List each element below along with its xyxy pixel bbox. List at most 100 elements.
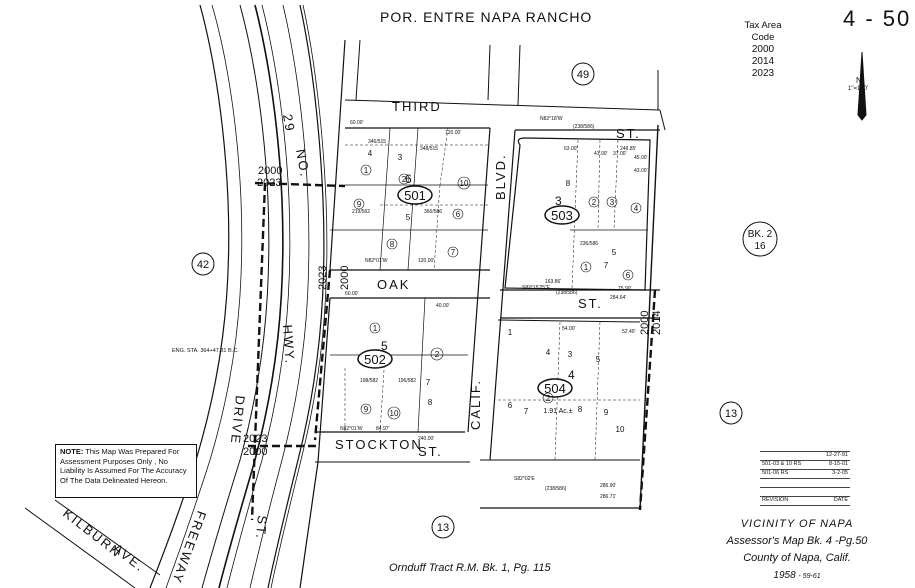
street-hwy: HWY.: [280, 324, 298, 365]
bearing-third: N82°18'W: [540, 116, 563, 122]
freeway-line-3: [201, 4, 270, 588]
lot-number: 2: [435, 350, 440, 359]
svg-text:6: 6: [405, 172, 412, 186]
book-ref: 198/582: [360, 378, 378, 384]
tax-area-labels: 2000 2023 2023 2000 2000 2014 2023 2000: [243, 165, 663, 458]
bearings: N82°18'W (238/586) S82°15'25"E (238/586)…: [340, 116, 648, 500]
road-north-3: [517, 44, 521, 106]
map-scale: 1"=100': [848, 86, 869, 92]
area-label: 1.91 Ac.±: [543, 408, 572, 415]
freeway-line-4: [218, 4, 284, 588]
revision-row-blank: [760, 479, 850, 488]
book-ref: 348/515: [420, 146, 438, 152]
dim: 40.00': [436, 303, 450, 309]
kilburn-ave-line-1: [24, 507, 136, 588]
lot-number: 4: [634, 204, 639, 213]
block-502-label: 5 502: [357, 339, 393, 369]
freeway-line-5: [226, 4, 291, 588]
tac-label: 2000: [258, 165, 282, 177]
note-label: NOTE:: [60, 447, 84, 456]
tac-label: 2023: [243, 433, 267, 445]
revision-row: 12-27-91: [760, 451, 850, 461]
lot-number: 7: [524, 407, 529, 416]
vicinity-block: VICINITY OF NAPA Assessor's Map Bk. 4 -P…: [722, 516, 872, 585]
book-ref: 346/515: [368, 139, 386, 145]
vicinity-line: 1958 - 59-61: [773, 570, 821, 581]
lot-number: 10: [390, 409, 399, 418]
page-circle-42: 42: [191, 252, 215, 276]
lot-line: [597, 139, 601, 231]
dim: 120.00': [445, 130, 461, 136]
dim: 84.97': [376, 426, 390, 432]
svg-text:49: 49: [577, 69, 589, 81]
dim: 52.40': [622, 329, 636, 335]
lot-line: [379, 127, 391, 271]
dim: 37.00': [613, 151, 627, 157]
lot-number: 7: [426, 378, 431, 387]
street-stockton-st: ST.: [418, 444, 443, 459]
lot-number: 7: [604, 261, 609, 270]
east-road-line: [659, 109, 666, 131]
tac-label: 2023: [257, 177, 281, 189]
svg-text:501: 501: [404, 188, 426, 203]
lot-numbers-501: 1 3 4 2 6 7 8 9 10 5: [353, 149, 471, 258]
dim: 284.64': [610, 295, 626, 301]
svg-text:503: 503: [551, 208, 573, 223]
west-limit-line: [299, 461, 319, 588]
svg-text:16: 16: [754, 241, 766, 252]
north-letter: N: [856, 76, 862, 85]
bearing-oak: S82°15'25"E: [522, 285, 551, 291]
disclaimer-note: NOTE: This Map Was Prepared For Assessme…: [55, 444, 197, 498]
dim: 41.00': [594, 151, 608, 157]
lot-number: 1: [364, 166, 369, 175]
lot-line: [439, 127, 449, 186]
street-hwy-no: NO.: [293, 148, 313, 179]
street-oak: OAK: [377, 277, 410, 292]
svg-text:BK. 2: BK. 2: [748, 229, 773, 240]
lot-number: 4: [368, 149, 373, 158]
bearing-stockton-2: S82°02'E: [514, 476, 535, 482]
vicinity-line: County of Napa, Calif.: [743, 552, 851, 564]
lot-number: 5: [406, 213, 411, 222]
dim: 45.00': [634, 155, 648, 161]
block-503-outline: [504, 137, 651, 291]
lot-number: 8: [566, 179, 571, 188]
bearing-oak-ref: (238/586): [556, 290, 578, 296]
block-502-west-line: [317, 297, 331, 463]
map-number: 4 - 50: [843, 6, 912, 31]
tac-label: 2014: [651, 311, 663, 335]
dim: 60.00': [345, 291, 359, 297]
lot-number: 6: [508, 401, 513, 410]
tax-area-code: 2023: [751, 68, 775, 79]
book-ref: 196/582: [398, 378, 416, 384]
street-hwy-29: 29: [280, 113, 298, 134]
block-501-west-line: [329, 39, 346, 271]
book-ref: 219/562: [352, 209, 370, 215]
dim: 248.85': [620, 146, 636, 152]
svg-text:3: 3: [555, 194, 562, 208]
east-boundary-line: [639, 124, 659, 511]
lot-number: 4: [546, 348, 551, 357]
lot-numbers-504: 1 2 3 4 5 6 7 8 9 10 1.91 Ac.±: [508, 328, 625, 434]
lot-line: [554, 321, 561, 461]
street-stockton: STOCKTON: [335, 437, 423, 452]
dim: 60.00': [350, 120, 364, 126]
block-501-label: 6 501: [397, 172, 433, 205]
block-503-label: 3 503: [544, 194, 580, 225]
street-third-st: ST.: [616, 126, 641, 141]
eng-station: ENG. STA. 364+47.31 B.C.: [172, 348, 239, 354]
revision-row-blank: [760, 488, 850, 497]
lot-number: 9: [364, 405, 369, 414]
lot-number: 8: [578, 405, 583, 414]
kilburn-ave-line-2: [54, 499, 161, 576]
dim: 43.00': [634, 168, 648, 174]
note-text: This Map Was Prepared For Assessment Pur…: [60, 447, 187, 485]
dim: 54.00': [562, 326, 576, 332]
lot-number: 6: [456, 210, 461, 219]
freeway-line-7: [267, 4, 325, 588]
freeway-line-6: [249, 4, 310, 588]
street-st-bottom: ST.: [253, 515, 270, 541]
lot-numbers-503: 1 2 3 4 5 6 7 8: [566, 179, 642, 281]
